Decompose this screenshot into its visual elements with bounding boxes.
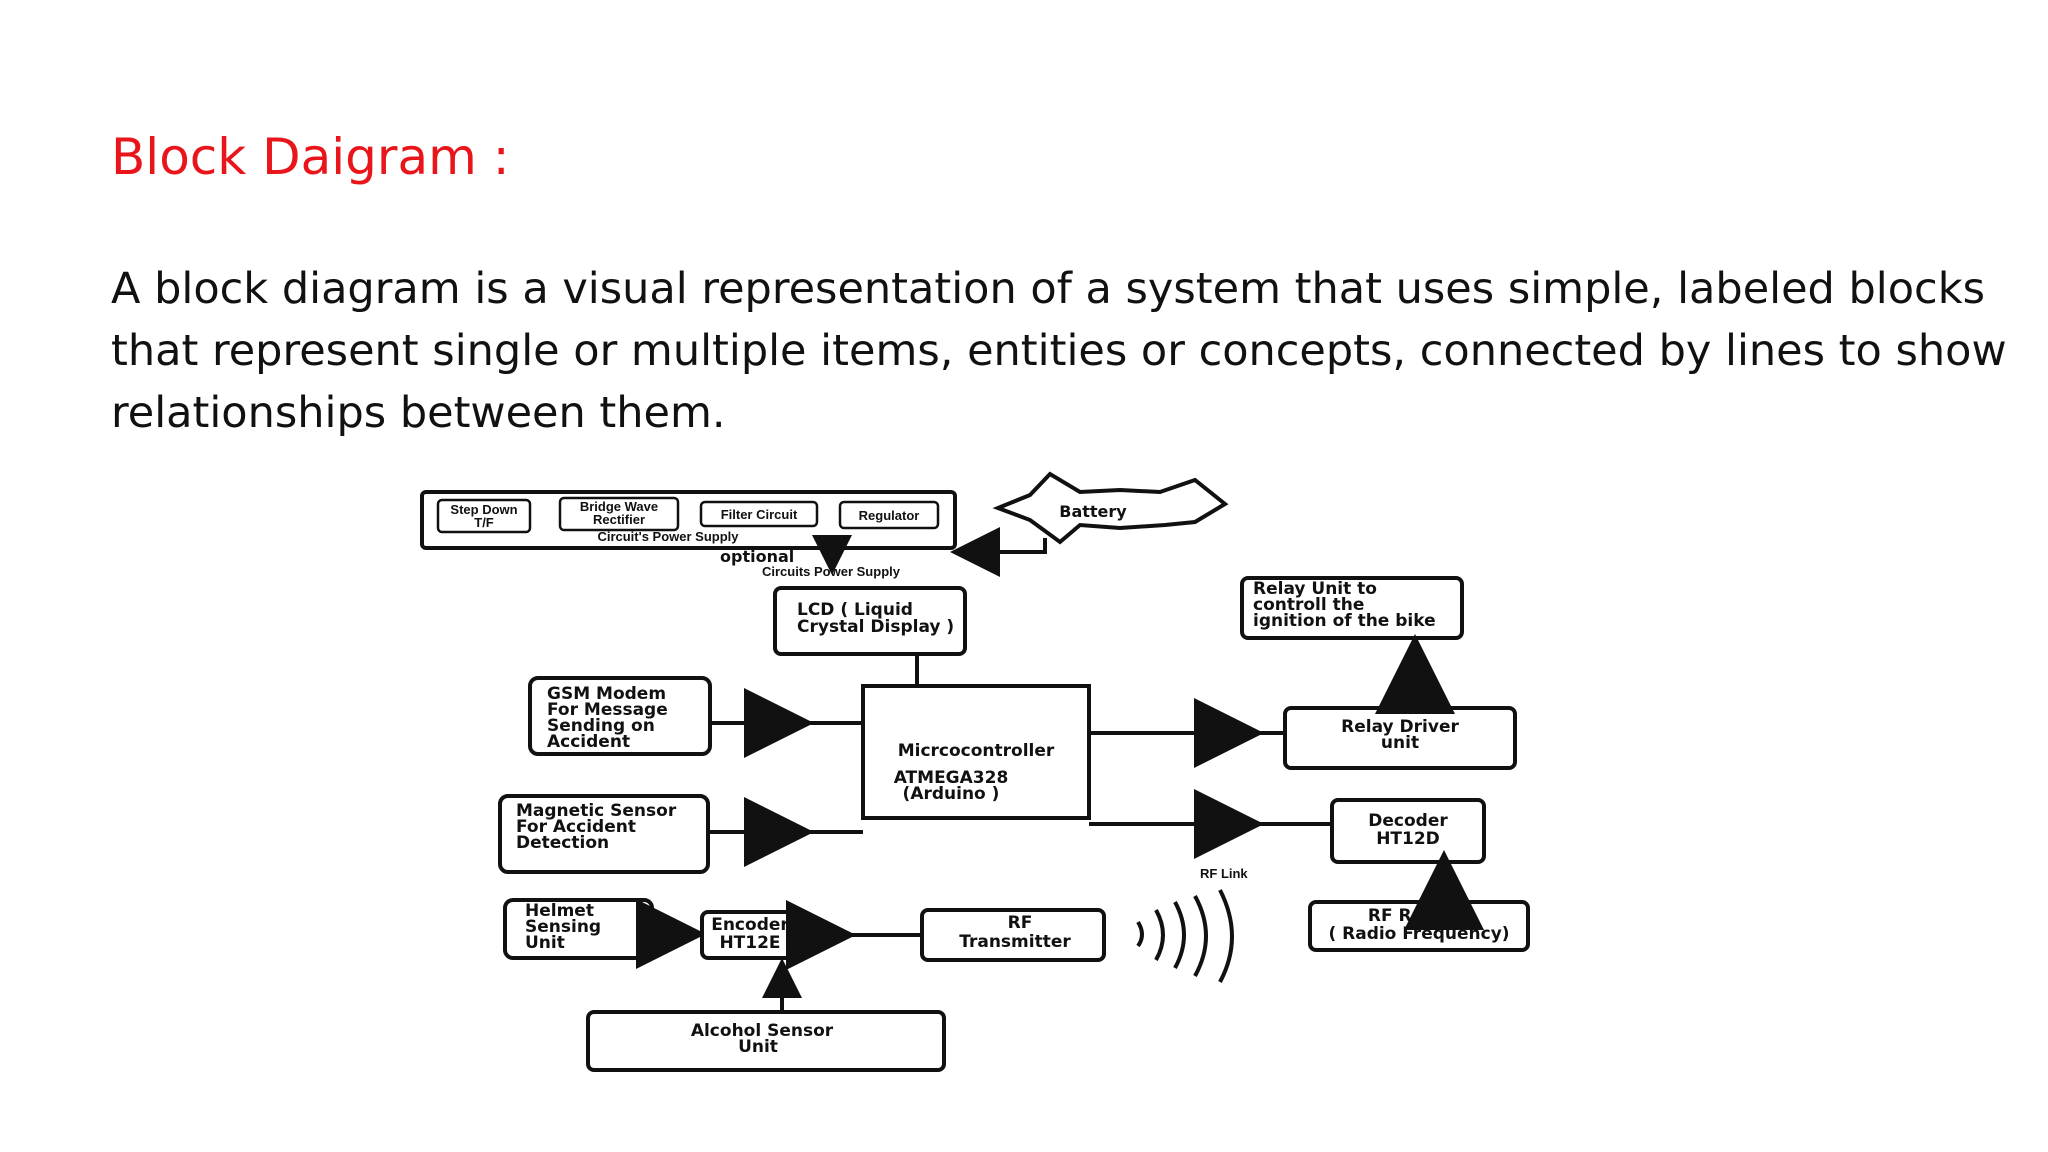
microcontroller-chip-label: ATMEGA328 — [894, 768, 1009, 788]
step-down-block — [436, 498, 532, 534]
alcohol-sensor-block — [586, 1010, 946, 1072]
lcd-label: LCD ( Liquid — [797, 600, 913, 620]
battery-label: Battery — [1059, 502, 1127, 521]
decoder-label: Decoder — [1368, 811, 1448, 831]
rf-link-label: RF Link — [1200, 866, 1248, 881]
power-supply-outer-box — [420, 490, 957, 550]
bridge-rectifier-label-2: Rectifier — [593, 512, 645, 527]
magnetic-sensor-label: Magnetic Sensor — [516, 801, 677, 821]
helmet-sensing-label-3: Unit — [525, 933, 565, 953]
filter-circuit-block — [699, 500, 819, 528]
alcohol-sensor-label: Alcohol Sensor — [691, 1021, 834, 1041]
encoder-chip-label: HT12E — [719, 933, 780, 953]
rf-transmitter-label: RF — [1008, 913, 1033, 933]
encoder-label: Encoder — [711, 915, 789, 935]
slide-body-text: A block diagram is a visual representati… — [111, 264, 2007, 438]
microcontroller-arduino-label: (Arduino ) — [903, 784, 1000, 804]
rf-receiver-label: RF Reciver — [1368, 906, 1471, 926]
battery-connector — [975, 538, 1047, 554]
bridge-rectifier-label: Bridge Wave — [580, 499, 658, 514]
gsm-modem-label-2: For Message — [547, 700, 668, 720]
lcd-label-2: Crystal Display ) — [797, 617, 954, 637]
relay-driver-label: Relay Driver — [1341, 717, 1459, 737]
power-supply-caption: Circuit's Power Supply — [597, 529, 739, 544]
decoder-chip-label: HT12D — [1376, 829, 1440, 849]
circuits-power-supply-label: Circuits Power Supply — [762, 564, 901, 579]
battery-star-shape — [992, 471, 1229, 545]
microcontroller-block — [861, 684, 1091, 820]
regulator-label: Regulator — [859, 508, 920, 523]
block-diagram: Step Down T/F Bridge Wave Rectifier Filt… — [380, 470, 1620, 1090]
relay-unit-label-2: controll the — [1253, 595, 1364, 615]
block-diagram-svg: Step Down T/F Bridge Wave Rectifier Filt… — [420, 471, 1530, 1072]
power-supply-group: Step Down T/F Bridge Wave Rectifier Filt… — [420, 490, 957, 550]
gsm-modem-block — [528, 676, 712, 756]
microcontroller-label: Micrcocontroller — [898, 741, 1055, 761]
bridge-rectifier-block — [558, 496, 680, 532]
relay-driver-label-2: unit — [1381, 733, 1419, 753]
relay-unit-label-3: ignition of the bike — [1253, 611, 1436, 631]
rf-transmitter-block — [920, 908, 1106, 962]
relay-unit-label: Relay Unit to — [1253, 579, 1377, 599]
gsm-modem-label-3: Sending on — [547, 716, 655, 736]
lcd-block — [773, 586, 967, 656]
helmet-sensing-label-2: Sensing — [525, 917, 601, 937]
optional-label: optional — [720, 547, 794, 566]
relay-unit-block — [1240, 576, 1464, 640]
regulator-block — [838, 500, 940, 530]
gsm-modem-label-4: Accident — [547, 732, 630, 752]
alcohol-sensor-label-2: Unit — [738, 1037, 778, 1057]
rf-receiver-label-2: ( Radio Frequency) — [1328, 924, 1509, 944]
battery-block: Battery — [992, 471, 1229, 545]
step-down-label-2: T/F — [474, 515, 494, 530]
slide-title: Block Daigram : — [111, 128, 510, 186]
magnetic-sensor-label-2: For Accident — [516, 817, 636, 837]
rf-transmitter-label-2: Transmitter — [959, 932, 1071, 952]
rf-wave-icon — [1136, 889, 1234, 983]
step-down-label: Step Down — [450, 502, 517, 517]
filter-circuit-label: Filter Circuit — [721, 507, 798, 522]
gsm-modem-label: GSM Modem — [547, 684, 666, 704]
magnetic-sensor-label-3: Detection — [516, 833, 609, 853]
helmet-sensing-label: Helmet — [525, 901, 594, 921]
